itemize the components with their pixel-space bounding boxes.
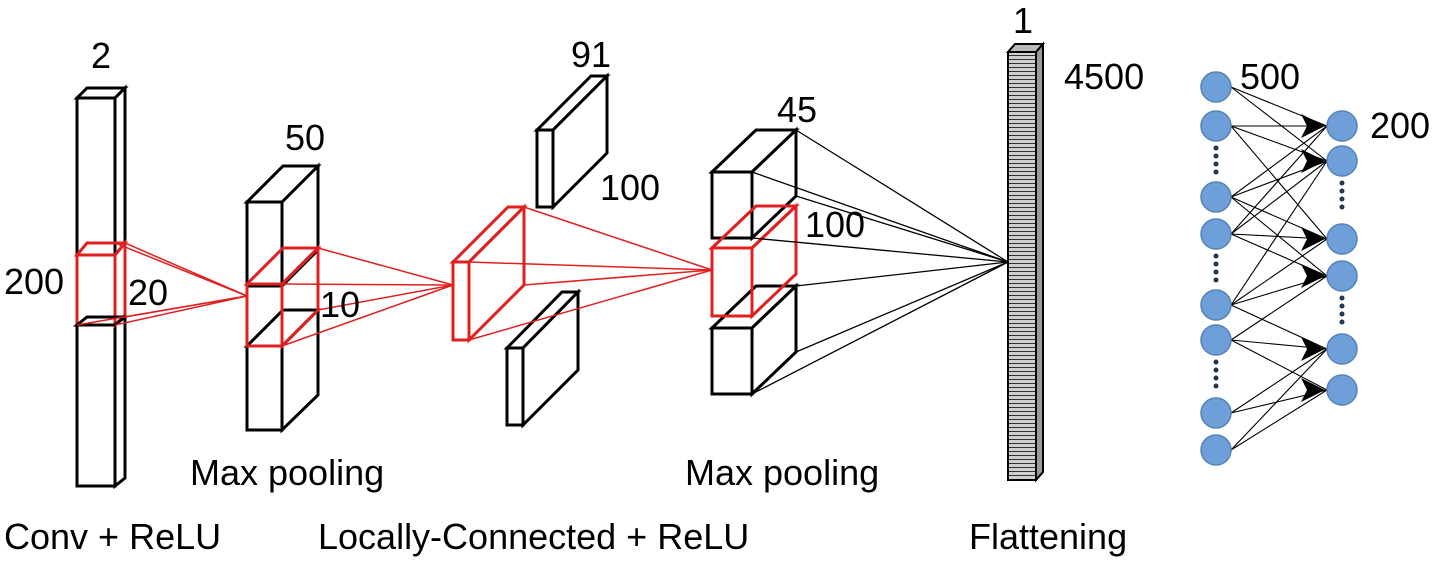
fc-output-label: 200 (1370, 105, 1430, 146)
ellipsis-dot (1213, 261, 1219, 267)
flattening-caption: Flattening (969, 516, 1127, 557)
fc-connections (1230, 86, 1328, 451)
ellipsis-dot (1213, 169, 1219, 175)
pool2-block (708, 126, 800, 398)
fc-link (1230, 389, 1328, 451)
neuron (1200, 110, 1232, 142)
ellipsis-dot (1339, 319, 1345, 325)
fc-arrowhead (1301, 264, 1325, 288)
fc-arrowhead (1301, 149, 1325, 173)
flatten-bar (1005, 41, 1046, 483)
ellipsis-dot (1213, 359, 1219, 365)
conv-caption: Conv + ReLU (4, 516, 221, 557)
neuron (1326, 333, 1358, 365)
labels: 2 200 20 50 10 91 100 45 100 1 4500 500 … (4, 0, 1430, 557)
locally-connected-caption: Locally-Connected + ReLU (318, 516, 749, 557)
neuron (1200, 71, 1232, 103)
fc-input-label: 500 (1240, 56, 1300, 97)
conv-height-label: 200 (4, 261, 64, 302)
maxpool1-caption: Max pooling (190, 452, 384, 493)
fc-neurons (1200, 71, 1358, 466)
fc-link (1230, 304, 1328, 350)
ellipsis-dot (1339, 204, 1345, 210)
ellipsis-dot (1339, 311, 1345, 317)
fc-link (1230, 339, 1328, 391)
fc-arrowhead (1301, 227, 1325, 251)
ellipsis-dot (1339, 295, 1345, 301)
pool2-receptive-field (708, 202, 800, 320)
neuron (1326, 374, 1358, 406)
ellipsis-dot (1213, 383, 1219, 389)
lc-receptive-field (449, 203, 528, 344)
ellipsis-dot (1213, 277, 1219, 283)
fc-arrowhead (1301, 378, 1325, 402)
neuron (1326, 260, 1358, 292)
pool2-height-label: 100 (805, 204, 865, 245)
fc-link (1230, 125, 1328, 240)
neuron (1326, 223, 1358, 255)
ellipsis-dot (1213, 161, 1219, 167)
neuron (1200, 324, 1232, 356)
pool1-depth-label: 50 (285, 117, 325, 158)
ellipsis-dot (1339, 196, 1345, 202)
pool1-kernel-label: 10 (320, 284, 360, 325)
neuron (1200, 289, 1232, 321)
pool2-depth-label: 45 (777, 89, 817, 130)
ellipsis-dot (1213, 153, 1219, 159)
ellipsis-dot (1213, 253, 1219, 259)
fc-link (1230, 238, 1328, 306)
fc-link (1230, 125, 1328, 198)
neuron (1200, 397, 1232, 429)
neuron (1326, 145, 1358, 177)
lc-block-bottom (503, 288, 582, 429)
fc-link (1230, 348, 1328, 451)
maxpool2-caption: Max pooling (685, 452, 879, 493)
conv-block (73, 84, 129, 490)
lc-block-top (533, 72, 611, 211)
neuron (1326, 110, 1358, 142)
fc-link (1230, 160, 1328, 235)
lc-depth-label: 91 (571, 34, 611, 75)
ellipsis-dot (1339, 303, 1345, 309)
fc-arrowhead (1301, 337, 1325, 361)
lc-height-label: 100 (600, 167, 660, 208)
ellipsis-dot (1213, 367, 1219, 373)
ellipsis-dot (1339, 188, 1345, 194)
flatten-length-label: 4500 (1064, 56, 1144, 97)
fc-link (1230, 86, 1328, 162)
ellipsis-dot (1213, 375, 1219, 381)
ellipsis-dot (1213, 145, 1219, 151)
pool2-to-flatten-lines (751, 129, 1009, 395)
neuron (1200, 181, 1232, 213)
neuron (1200, 434, 1232, 466)
fc-link (1230, 348, 1328, 414)
neuron (1200, 218, 1232, 250)
fc-link (1230, 275, 1328, 341)
conv-depth-label: 2 (91, 35, 111, 76)
red-connections (76, 206, 713, 347)
ellipsis-dot (1213, 269, 1219, 275)
conv-kernel-label: 20 (128, 272, 168, 313)
flatten-depth-label: 1 (1013, 0, 1033, 41)
fc-link (1230, 125, 1328, 235)
fc-link (1230, 160, 1328, 306)
fc-arrowhead (1301, 114, 1325, 138)
ellipsis-dot (1339, 180, 1345, 186)
